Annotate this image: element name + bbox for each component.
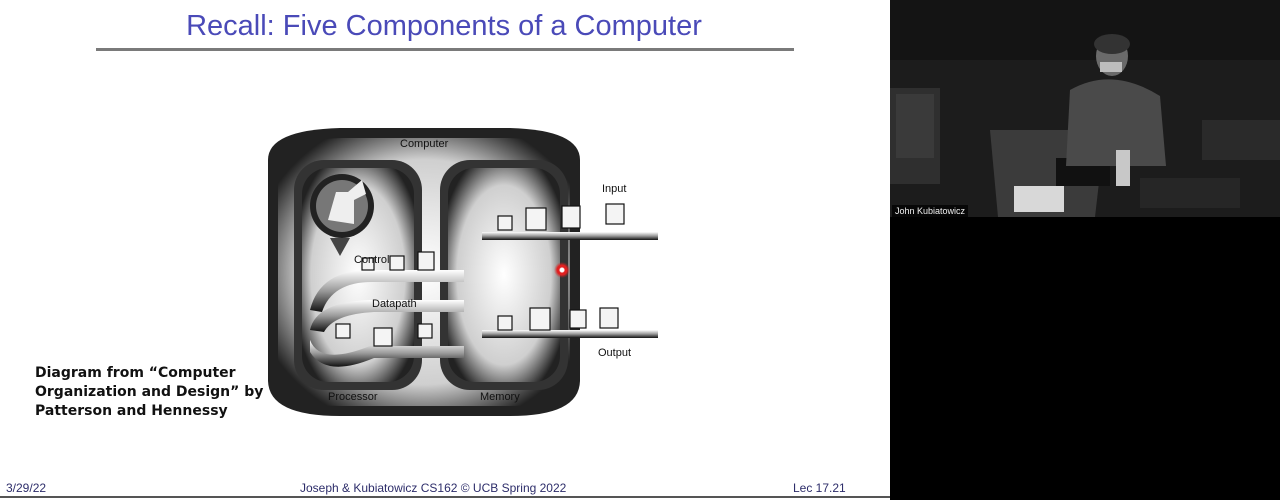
- podium-sign: [1014, 186, 1064, 212]
- output-shelf: [482, 330, 658, 338]
- computer-components-diagram: Computer Input Control Datapath Output P…: [250, 120, 670, 420]
- diagram-illustration: [268, 128, 658, 416]
- footer-date: 3/29/22: [6, 481, 47, 495]
- caption-line: Organization and Design” by: [35, 384, 264, 400]
- video-frame-illustration: [890, 0, 1280, 217]
- control-label: Control: [354, 254, 390, 266]
- laser-pointer-dot: [554, 262, 570, 278]
- control-path: [310, 270, 464, 312]
- input-label: Input: [602, 183, 627, 195]
- output-label: Output: [598, 347, 632, 359]
- processor-label: Processor: [328, 391, 378, 403]
- datapath-tube: [310, 300, 464, 332]
- caption-line: Patterson and Hennessy: [35, 403, 228, 419]
- computer-label: Computer: [400, 138, 449, 150]
- slide-title: Recall: Five Components of a Computer: [186, 10, 702, 42]
- title-underline: [96, 48, 794, 51]
- footer-course: Joseph & Kubiatowicz CS162 © UCB Spring …: [300, 481, 567, 495]
- diagram-caption: Diagram from “Computer Organization and …: [35, 364, 275, 421]
- speaker-video-panel: John Kubiatowicz: [890, 0, 1280, 500]
- speaker-name-label: John Kubiatowicz: [892, 205, 969, 217]
- input-shelf: [482, 232, 658, 240]
- caption-line: Diagram from “Computer: [35, 365, 236, 381]
- footer-page-number: Lec 17.21: [793, 481, 846, 495]
- datapath-label: Datapath: [372, 298, 417, 310]
- memory-label: Memory: [480, 391, 520, 403]
- speaker-video-feed[interactable]: John Kubiatowicz: [890, 0, 1280, 217]
- footer-divider: [0, 496, 890, 498]
- presentation-slide: Recall: Five Components of a Computer: [0, 10, 890, 498]
